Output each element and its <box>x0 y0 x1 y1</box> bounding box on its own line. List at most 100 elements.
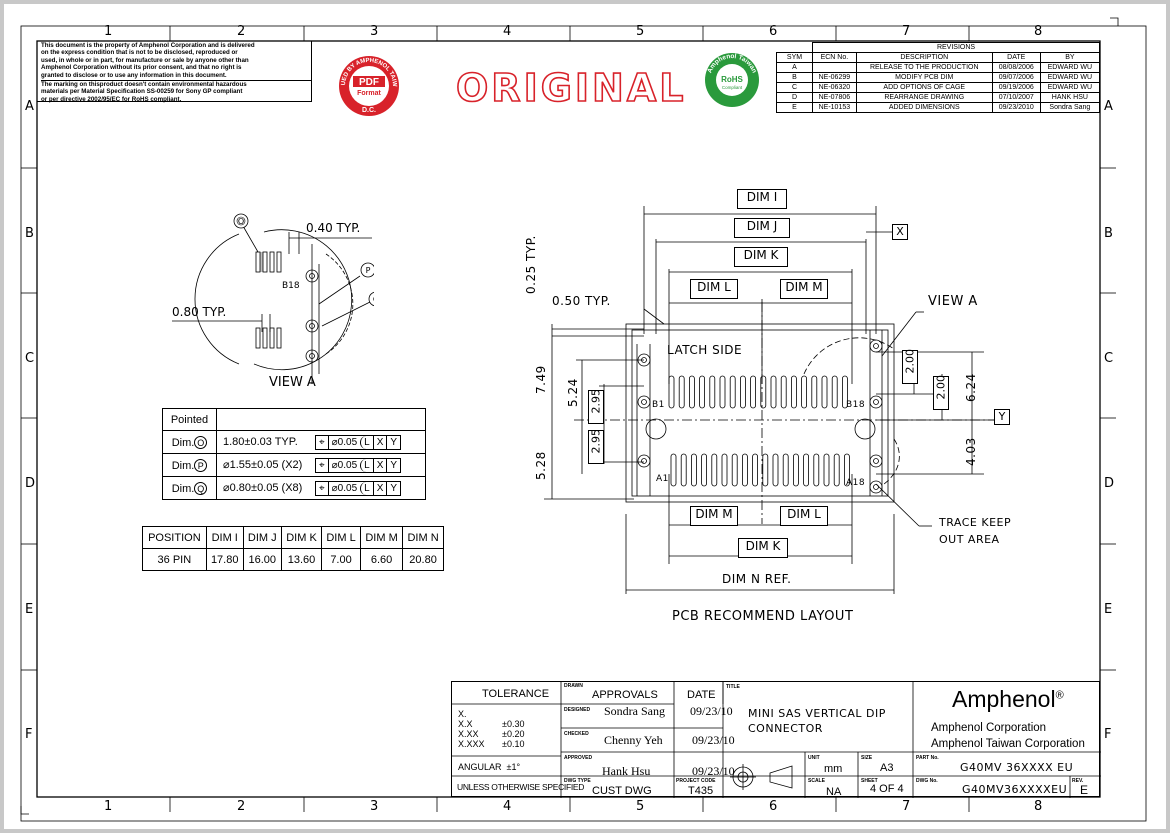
dim-n-label: DIM N REF. <box>722 572 792 586</box>
datum-y: Y <box>386 435 400 449</box>
pointed-header-blank <box>216 408 426 431</box>
position-cell: POSITION <box>142 526 207 549</box>
pcb-pad-bottom <box>833 453 840 487</box>
pcb-pad-top <box>801 375 808 409</box>
revisions-cell: E <box>776 102 813 113</box>
revisions-header-cell: DESCRIPTION <box>855 52 993 63</box>
revisions-cell: ADD OPTIONS OF CAGE <box>855 82 993 93</box>
tol-xx: X.X <box>458 719 473 729</box>
typ050-label: 0.50 TYP. <box>552 294 611 308</box>
pcb-pad-bottom <box>823 453 830 487</box>
position-cell: DIM N <box>402 526 444 549</box>
dwg-no-label: DWG No. <box>916 778 938 784</box>
position-cell: 20.80 <box>402 548 444 571</box>
dim-m-bottom-label: DIM M <box>690 506 738 526</box>
datum-l: L <box>360 458 373 472</box>
size-value: A3 <box>880 762 894 774</box>
pointed-value: ⌀1.55±0.05 (X2) <box>223 458 303 471</box>
pcb-layout-drawing <box>544 206 994 594</box>
pin-b18-label: B18 <box>846 400 866 410</box>
notice-line: or per directive 2002/95/EC for RoHS com… <box>41 95 182 103</box>
zone-column-label: 3 <box>370 799 379 814</box>
pcb-pad-bottom <box>782 453 789 487</box>
pcb-pad-bottom <box>711 453 718 487</box>
position-cell: DIM L <box>321 526 361 549</box>
position-cell: DIM J <box>242 526 282 549</box>
pcb-pad-bottom <box>690 453 697 487</box>
zone-column-label: 5 <box>636 24 645 39</box>
dim-295-top-label: 2.95 <box>589 389 603 414</box>
rev-label: REV. <box>1072 778 1084 784</box>
va-label: VIEW A <box>269 375 316 390</box>
dim-ref-bubble: Q <box>194 481 208 495</box>
datum-l: L <box>360 435 373 449</box>
tol-x: X. <box>458 709 467 719</box>
zone-column-label: 1 <box>104 24 113 39</box>
designed-label: DESIGNED <box>564 707 591 713</box>
pdfcenter: PDF <box>359 77 379 88</box>
dim-j-label: DIM J <box>734 218 790 238</box>
dim-295-bottom-box: 2.95 <box>588 429 604 464</box>
pcb-pad-bottom <box>731 453 738 487</box>
tol-xx-value: ±0.30 <box>502 719 525 729</box>
angular-tol: ANGULAR ±1° <box>458 762 520 772</box>
project-code-label: PROJECT CODE <box>676 778 716 784</box>
pointed-dim-cell: Dim.Q <box>162 476 217 500</box>
part-no-value: G40MV 36XXXX EU <box>960 761 1074 774</box>
notice-line: used, in whole or in part, for manufactu… <box>41 56 249 64</box>
zone-row-label: B <box>1104 226 1114 241</box>
pointed-dim-cell: Dim.O <box>162 430 217 454</box>
pcb-pad-bottom <box>792 453 799 487</box>
datum-x: X <box>372 458 387 472</box>
dim-prefix: Dim. <box>171 436 195 449</box>
datum-y-label: Y <box>994 409 1010 425</box>
notice-line: on the express condition that is not to … <box>41 49 238 57</box>
revisions-title-row: REVISIONS <box>777 42 1100 53</box>
dim-200-mid-label: 2.00 <box>934 375 948 400</box>
zone-column-label: 7 <box>902 24 911 39</box>
revisions-cell: ADDED DIMENSIONS <box>855 102 993 113</box>
pcb-pad-bottom <box>741 453 748 487</box>
dim-295-top-box: 2.95 <box>588 389 604 424</box>
approver-date: 09/23/10 <box>692 764 735 778</box>
va-typ040: 0.40 TYP. <box>306 221 360 235</box>
revisions-cell: D <box>776 92 813 103</box>
position-cell: 36 PIN <box>142 548 207 571</box>
pcb-pad-bottom <box>670 453 677 487</box>
pcb-pad-top <box>811 375 818 409</box>
zone-column-label: 2 <box>237 24 246 39</box>
datum-l: L <box>360 481 373 495</box>
approvals-title: APPROVALS <box>592 689 658 701</box>
revisions-cell: A <box>776 62 813 73</box>
revisions-cell: C <box>776 82 813 93</box>
zone-column-label: 3 <box>370 24 379 39</box>
pcb-pad-top <box>780 375 787 409</box>
pcb-pad-bottom <box>721 453 728 487</box>
zone-column-label: 1 <box>104 799 113 814</box>
revisions-cell: B <box>776 72 813 83</box>
typ025-label: 0.25 TYP. <box>524 235 538 294</box>
revisions-cell: EDWARD WU <box>1039 72 1101 83</box>
title-line-2: CONNECTOR <box>748 722 823 735</box>
zone-row-label: E <box>25 602 34 617</box>
pcb-pad-top <box>760 375 767 409</box>
revisions-title: REVISIONS <box>812 42 1100 53</box>
tolerance-value: ⌀0.05 <box>327 458 360 472</box>
designer-date: 09/23/10 <box>690 704 733 718</box>
pdfformat: Format <box>357 90 381 97</box>
original-stamp: ORIGINAL <box>455 65 687 111</box>
position-cell: 17.80 <box>205 548 244 571</box>
pcb-pad-top <box>729 375 736 409</box>
revisions-cell: NE-07806 <box>812 92 857 103</box>
dim-k-label: DIM K <box>734 247 788 267</box>
revisions-header-cell: ECN No. <box>812 52 857 63</box>
pdf-format-stamp: ISSUED BY AMPHENOL TAIWAN PDF Format D.C… <box>337 54 399 116</box>
notice-line: The marking on thisproduct doesn't conta… <box>41 80 311 88</box>
datum-x-label: X <box>892 224 908 240</box>
position-cell: 6.60 <box>359 548 404 571</box>
